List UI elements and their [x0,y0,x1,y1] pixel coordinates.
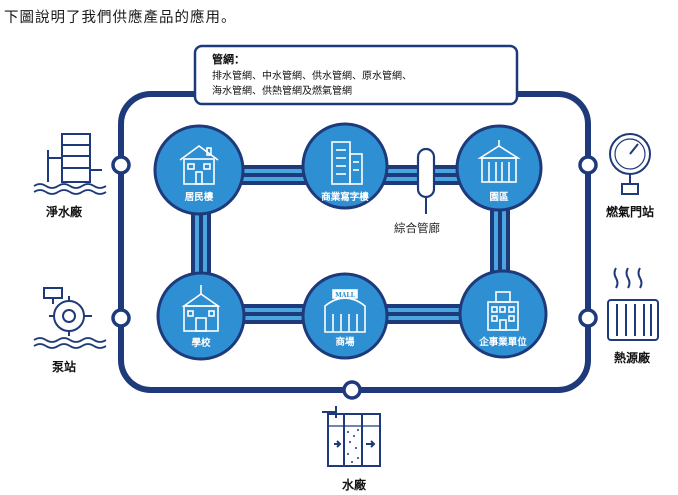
label-heat-plant: 熱源廠 [614,350,651,365]
label-pump-station: 泵站 [52,359,76,374]
water-factory: 水廠 [322,406,381,492]
node-enterprise: 企事業單位 [458,269,548,359]
loop-connector-left-top [111,155,131,175]
loop-connector-right-bottom [578,308,598,328]
node-label-park: 園區 [489,192,509,203]
node-office: 商業寫字樓 [301,122,389,210]
pump-station: 泵站 [33,287,107,374]
park-building-icon [477,140,521,183]
node-label-enterprise: 企事業單位 [478,336,527,348]
pressure-gauge-icon [609,133,651,195]
node-residential: 居民樓 [153,124,245,216]
enterprise-building-icon [487,291,519,331]
network-box-line-1: 排水管網、中水管網、供水管網、原水管網、 [212,69,412,82]
node-label-school: 學校 [191,337,211,349]
heat-plant: 熱源廠 [607,267,659,365]
school-icon [181,285,221,332]
network-box-line-2: 海水管網、供熱管網及燃氣管網 [212,84,352,97]
loop-connector-right-top [578,155,598,175]
node-park: 園區 [455,124,543,212]
label-water-factory: 水廠 [342,477,367,492]
water-tank-icon [33,133,107,195]
node-label-residential: 居民樓 [185,191,214,203]
node-label-mall: 商場 [335,336,355,348]
loop-connector-left-bottom [111,308,131,328]
pump-gear-icon [33,287,107,349]
node-mall: MALL 商場 [301,272,389,360]
house-icon [179,145,219,185]
node-label-office: 商業寫字樓 [321,191,369,203]
network-box-title: 管網： [212,52,245,66]
mall-icon [324,289,366,333]
utility-corridor-marker: 綜合管廊 [394,147,440,235]
label-gas-station: 燃氣門站 [606,204,654,219]
node-school: 學校 [156,271,246,361]
mall-sign: MALL [335,292,356,299]
loop-connector-bottom [342,380,362,400]
filter-media-dots [347,429,359,463]
pipe-network-box: 管網： 排水管網、中水管網、供水管網、原水管網、 海水管網、供熱管網及燃氣管網 [193,44,519,106]
intro-text: 下圖說明了我們供應產品的應用。 [4,10,237,26]
office-building-icon [331,141,363,185]
filter-tank-icon [322,406,381,467]
water-plant: 淨水廠 [33,133,107,219]
radiator-icon [607,267,659,341]
gas-station: 燃氣門站 [606,133,654,219]
label-water-plant: 淨水廠 [45,204,83,219]
corridor-label: 綜合管廊 [394,221,440,235]
